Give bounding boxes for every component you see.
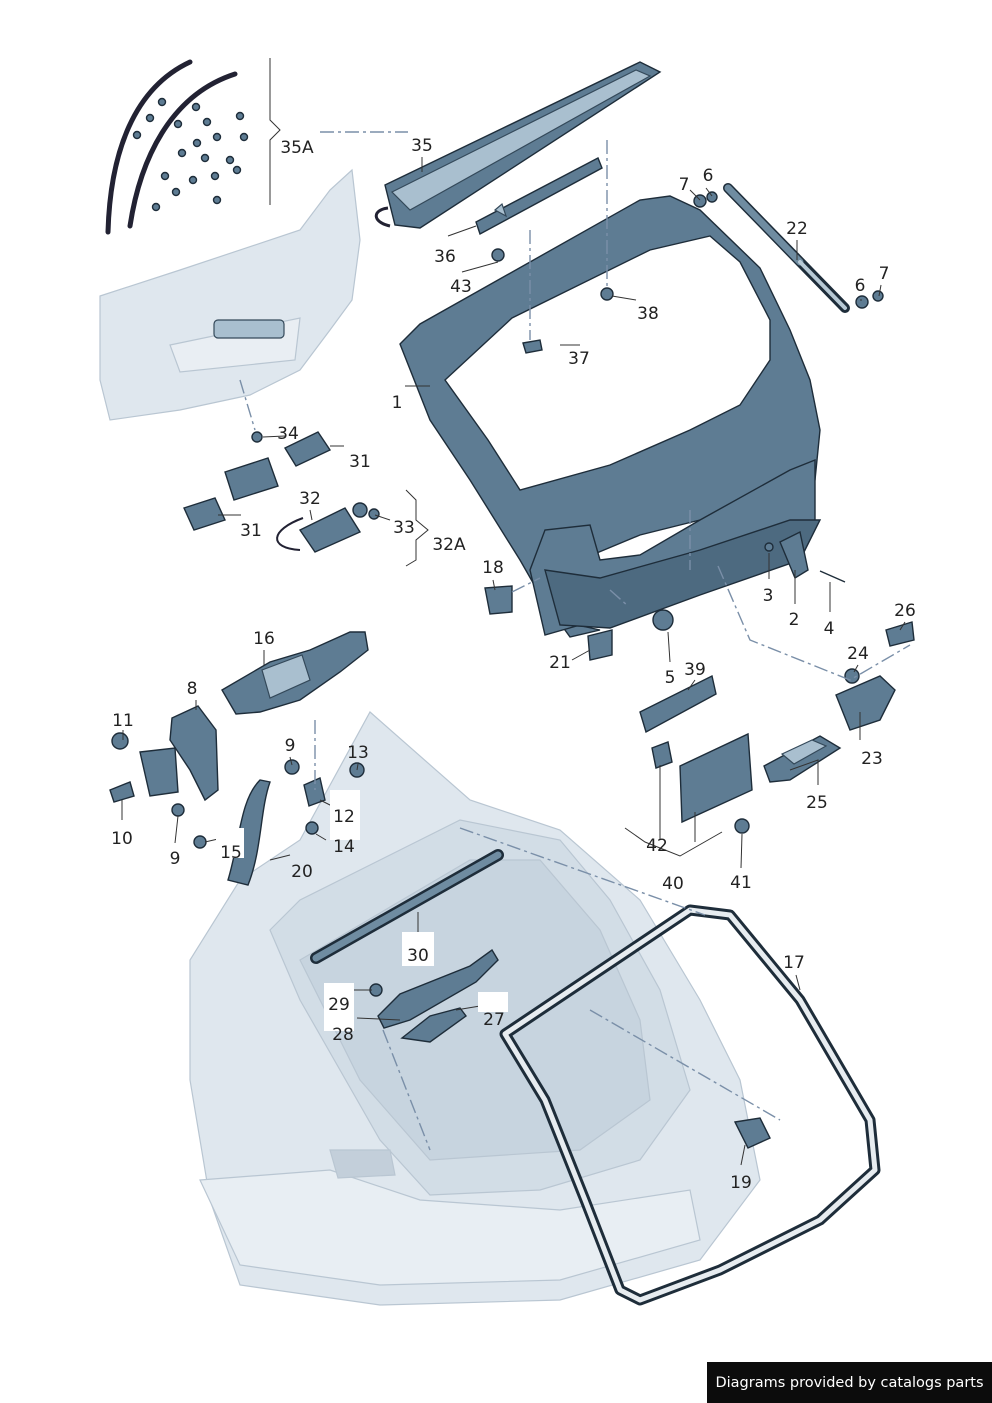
credit-banner: Diagrams provided by catalogs parts [707,1362,992,1403]
part-label-21: 21 [549,653,571,673]
lock-unit-23 [835,621,915,731]
part-label-5: 5 [665,668,676,688]
credit-text: Diagrams provided by catalogs parts [715,1374,984,1391]
part-label-3: 3 [763,586,774,606]
part-label-20: 20 [291,862,313,882]
part-label-40: 40 [662,874,684,894]
part-label-38: 38 [637,304,659,324]
part-label-17: 17 [783,953,805,973]
part-label-12: 12 [333,807,355,827]
part-label-4: 4 [824,619,835,639]
ball-stud-6-7-lower [855,290,884,309]
bolts-9-10-11-13-14 [109,732,365,849]
part-label-35: 35 [411,136,433,156]
vehicle-ghost [189,711,761,1306]
part-number-labels: 1234566778991011121314151617181920212223… [111,136,916,1193]
part-label-42: 42 [646,836,668,856]
label-pads [216,790,508,1031]
part-label-6b: 6 [855,276,866,296]
part-label-15: 15 [220,843,242,863]
part-label-28: 28 [332,1025,354,1045]
part-label-31b: 31 [240,521,262,541]
drive-unit-16 [221,631,369,715]
part-label-31a: 31 [349,452,371,472]
part-label-10: 10 [111,829,133,849]
part-label-32: 32 [299,489,321,509]
part-label-13: 13 [347,743,369,763]
part-label-39: 39 [684,660,706,680]
part-label-34: 34 [277,424,299,444]
rear-spoiler-35 [374,61,662,229]
fastener-group [484,248,846,661]
plate-bracket-39-40-42 [639,674,753,834]
seal-strip-35A [105,59,238,235]
part-label-1: 1 [392,393,403,413]
part-label-41: 41 [730,873,752,893]
part-label-6a: 6 [703,166,714,186]
part-label-32A: 32A [432,535,466,555]
bump-stop-19 [733,1117,771,1149]
latch-parts-27-28-29 [369,948,499,1043]
leader-lines [121,58,906,1166]
part-label-30: 30 [407,946,429,966]
part-label-9a: 9 [285,736,296,756]
plate-lamp-recess [213,319,285,339]
part-label-16: 16 [253,629,275,649]
part-label-11: 11 [112,711,134,731]
handle-plate-25 [763,735,842,783]
part-label-19: 19 [730,1173,752,1193]
high-brake-light-36 [475,157,603,236]
part-label-37: 37 [568,349,590,369]
part-label-43: 43 [450,277,472,297]
part-label-26: 26 [894,601,916,621]
tailgate-1 [399,195,822,638]
part-label-25: 25 [806,793,828,813]
part-label-7b: 7 [879,264,890,284]
part-label-33: 33 [393,518,415,538]
part-label-24: 24 [847,644,869,664]
part-label-2: 2 [789,610,800,630]
ball-stud-6-7-upper [693,191,718,208]
body-section-ghost [99,168,361,421]
part-label-8: 8 [187,679,198,699]
plate-lamps-31 [183,431,380,553]
part-label-18: 18 [482,558,504,578]
part-label-22: 22 [786,219,808,239]
part-label-35A: 35A [280,138,314,158]
part-label-9b: 9 [170,849,181,869]
part-label-14: 14 [333,837,355,857]
part-label-36: 36 [434,247,456,267]
part-label-7a: 7 [679,175,690,195]
door-seal-17 [499,904,881,1306]
part-label-27: 27 [483,1010,505,1030]
reference-lines [239,131,911,1151]
gas-strut-22 [723,183,850,313]
tailgate-seal-strip-30 [310,849,504,964]
part-label-23: 23 [861,749,883,769]
clip-group-35A [132,97,249,212]
part-label-29: 29 [328,995,350,1015]
hinge-bracket-8 [139,705,219,802]
